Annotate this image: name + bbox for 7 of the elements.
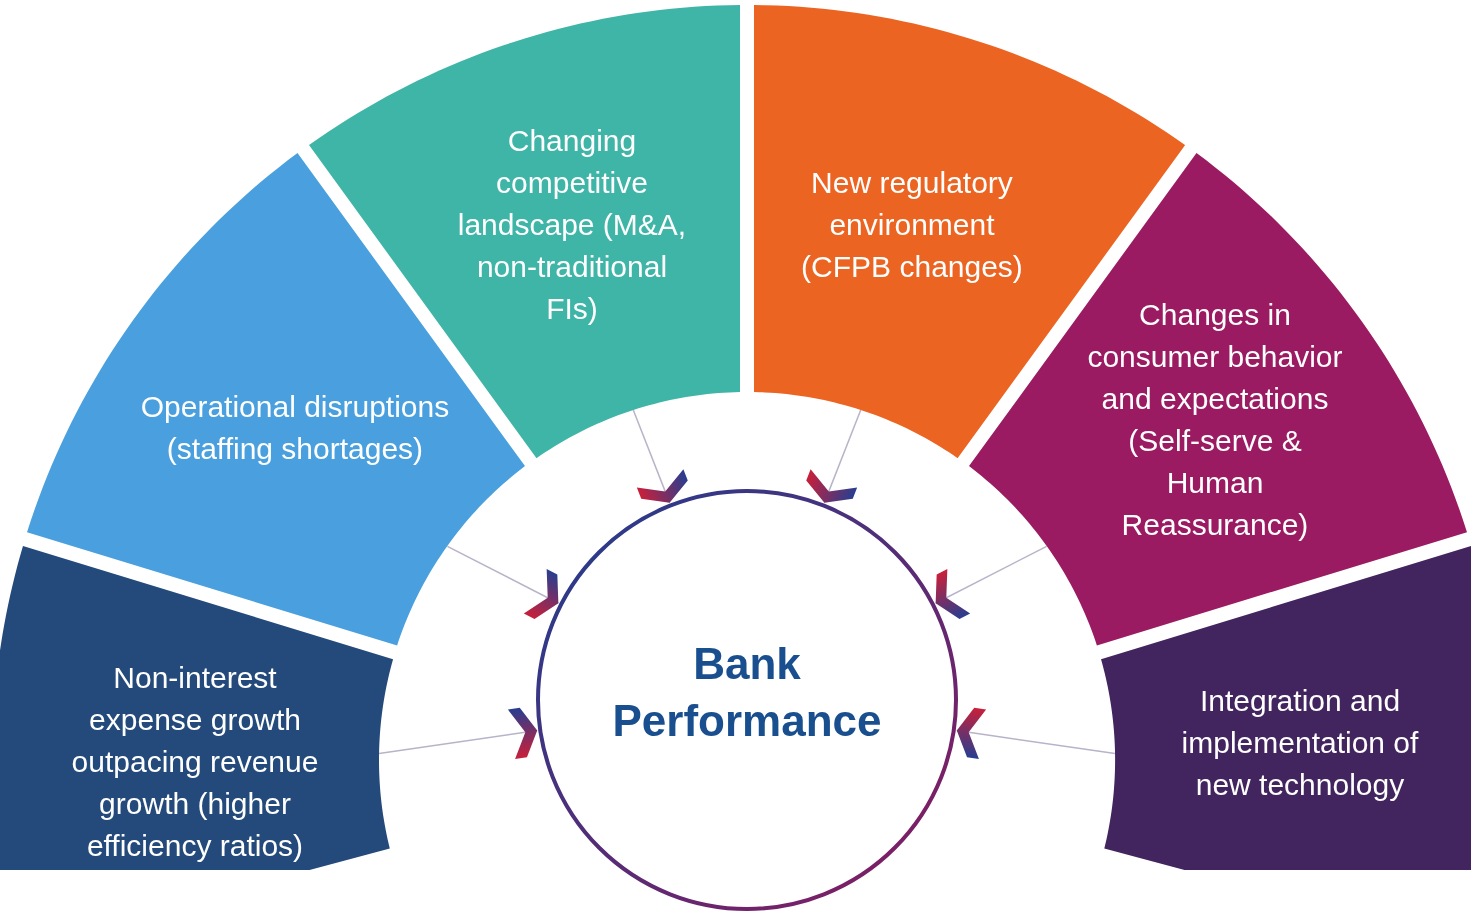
center-title: Bank Performance <box>611 637 883 747</box>
sector-label: Integration and implementation of new technology <box>1180 683 1420 803</box>
sector-label: Changing competitive landscape (M&A, non-traditional FIs) <box>456 123 688 327</box>
sector-label: New regulatory environment (CFPB changes) <box>800 165 1024 285</box>
sector-label: Changes in consumer behavior and expectations (Self-serve & Human Reassurance) <box>1086 297 1344 543</box>
sector-label: Operational disruptions (staffing shortages) <box>139 389 451 467</box>
sector-label: Non-interest expense growth outpacing revenue growth (higher efficiency ratios) <box>70 660 320 864</box>
